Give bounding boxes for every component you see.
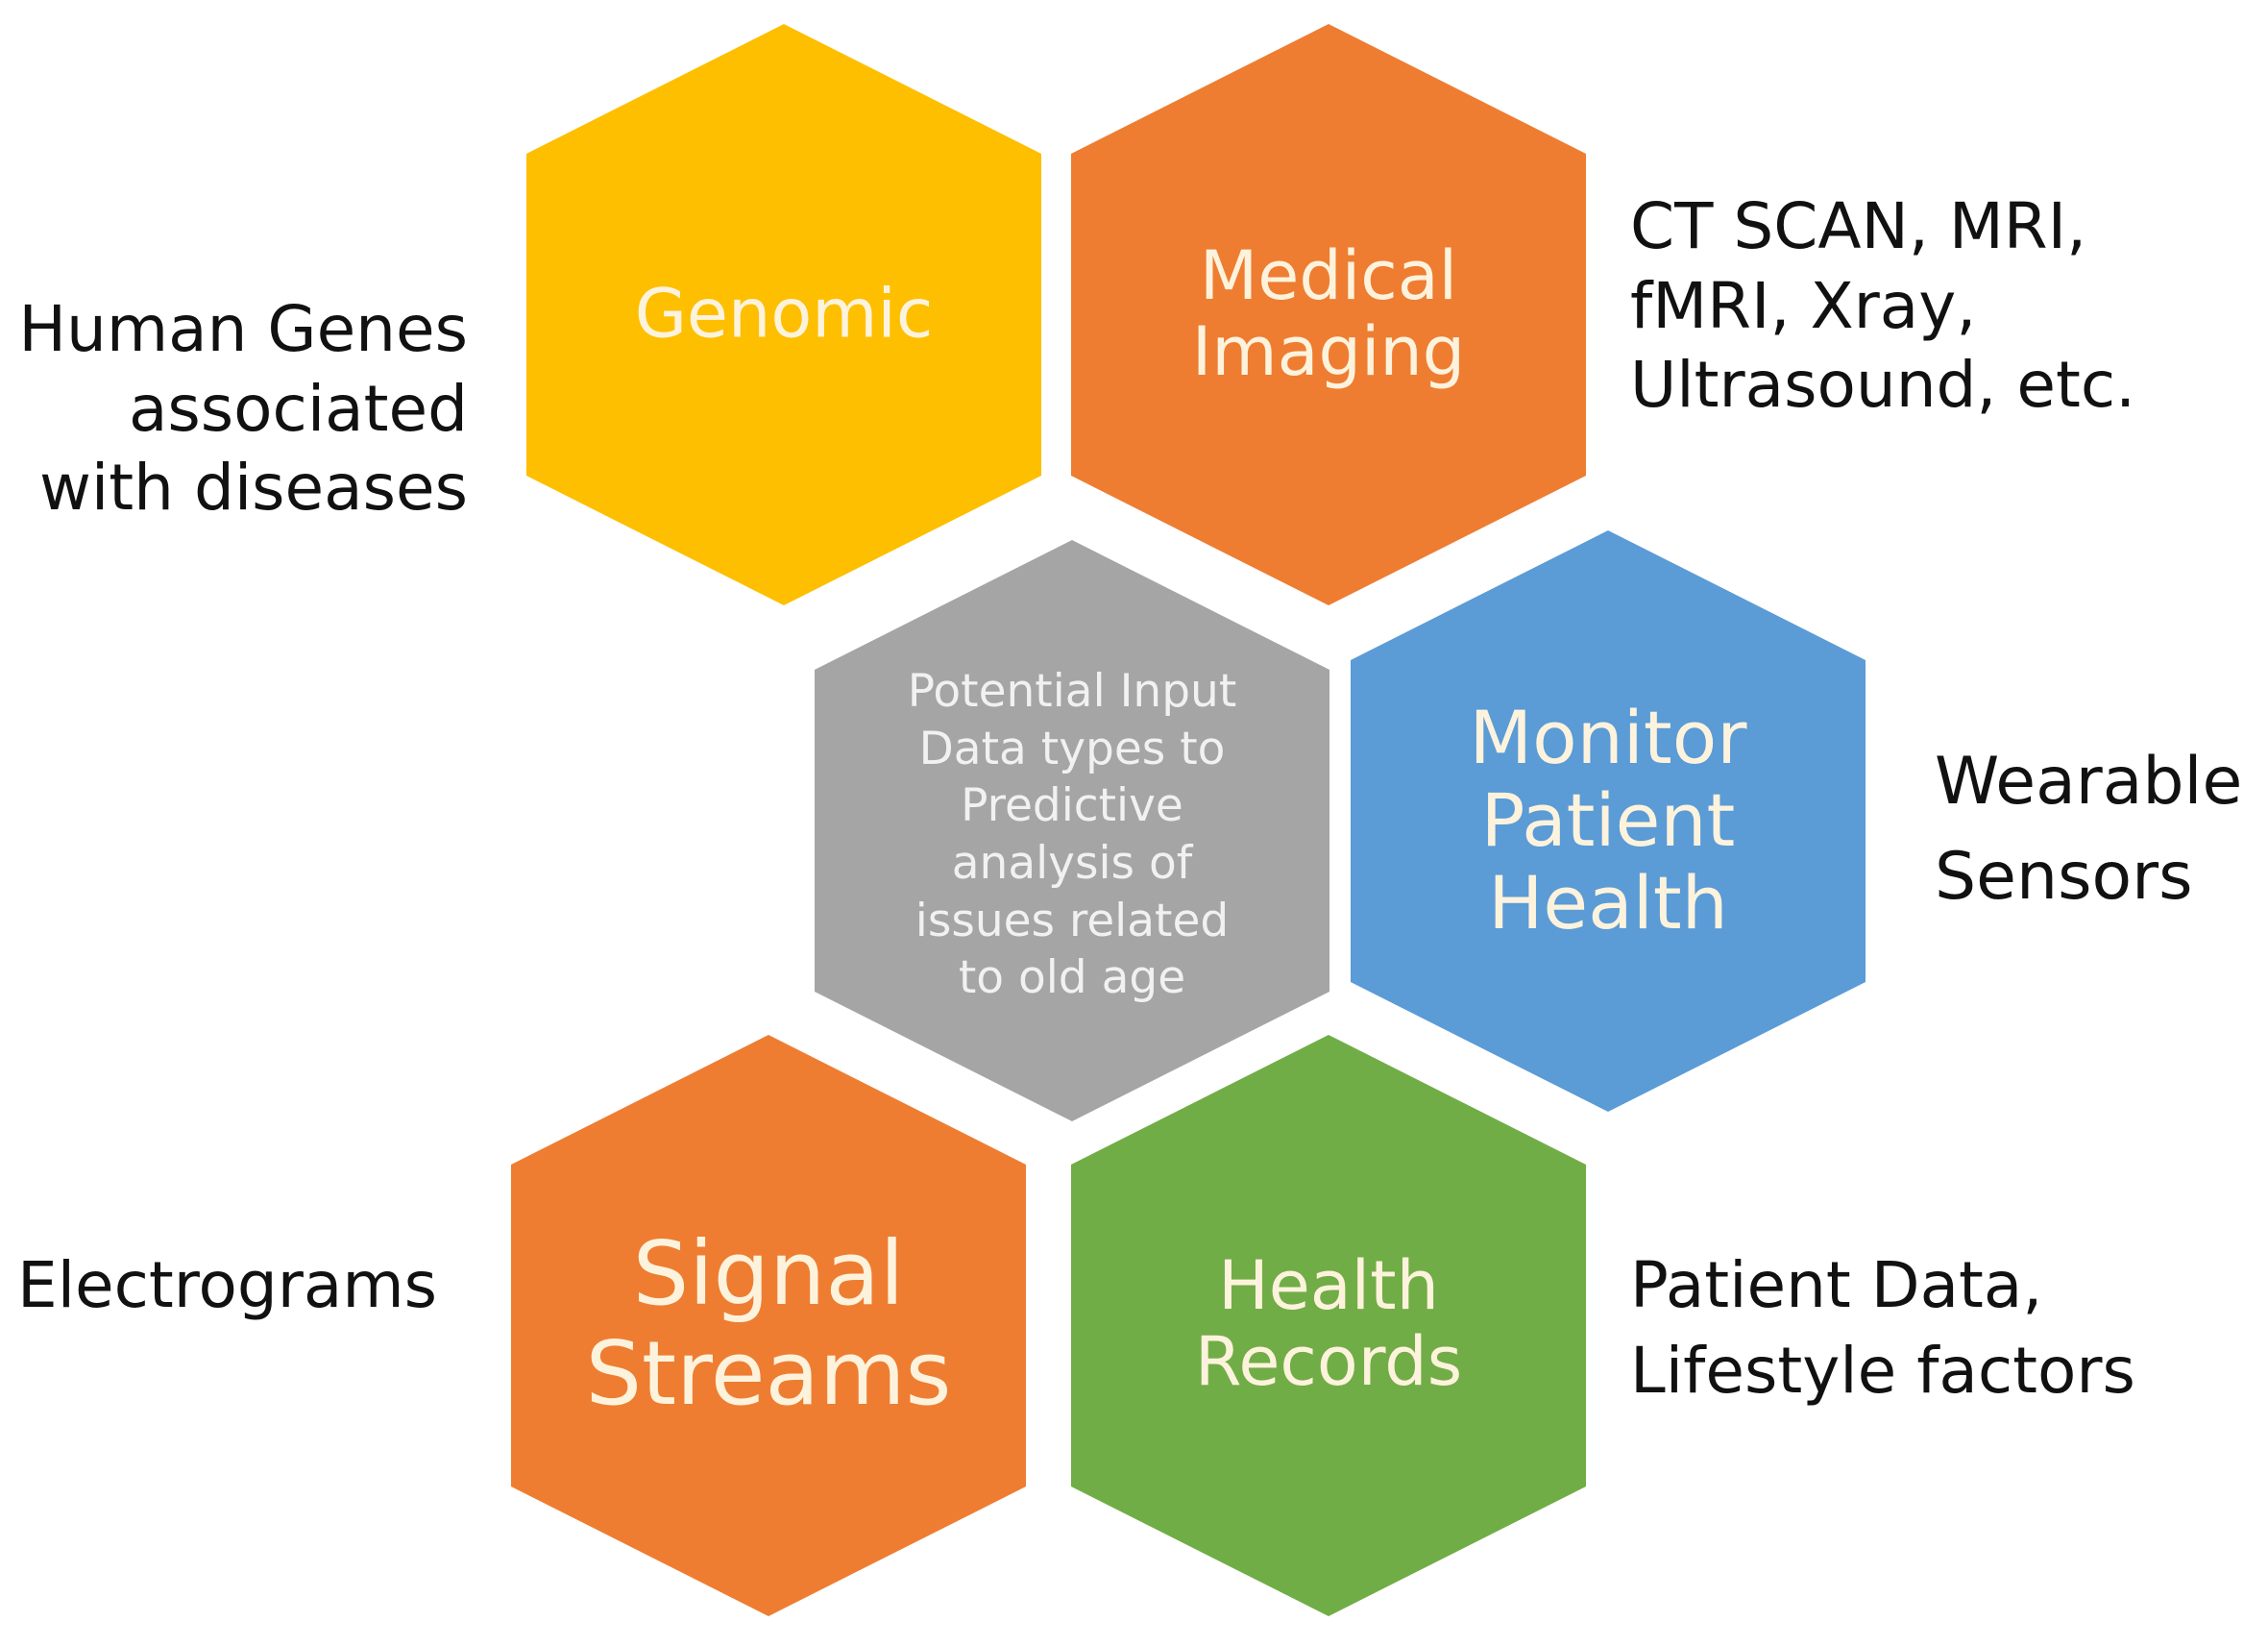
hex-center-label-line: analysis of (951, 837, 1193, 890)
hex-monitor-label-line: Patient (1480, 777, 1736, 864)
side-label-wearable: Wearable Sensors (1935, 735, 2242, 924)
hex-monitor-patient-health-label: Monitor Patient Health (1470, 697, 1747, 945)
hex-health-records-label: Health Records (1194, 1245, 1463, 1401)
side-label-line: Human Genes (18, 292, 468, 366)
hex-genomic-label-line: Genomic (634, 274, 934, 354)
hex-medical-imaging-label-line: Imaging (1191, 312, 1466, 391)
hex-health-records (1071, 1035, 1586, 1616)
side-label-line: Patient Data, (1630, 1248, 2043, 1322)
hex-center-label-line: Predictive (961, 779, 1183, 833)
side-label-electrograms: Electrograms (17, 1246, 437, 1326)
side-label-line: Wearable (1935, 744, 2243, 820)
hex-monitor-label-line: Monitor (1469, 695, 1747, 781)
hex-signal-streams (511, 1035, 1026, 1616)
side-label-human-genes: Human Genes associated with diseases (18, 290, 468, 528)
hex-center-label: Potential Input Data types to Predictive… (908, 663, 1237, 1007)
hex-medical-imaging-label: Medical Imaging (1191, 235, 1466, 391)
hex-signal-streams-label-line: Streams (585, 1322, 952, 1425)
side-label-line: fMRI, Xray, (1630, 268, 1977, 343)
hex-center-label-line: Potential Input (907, 664, 1237, 718)
side-label-patient-data: Patient Data, Lifestyle factors (1630, 1242, 2135, 1413)
side-label-imaging-types: CT SCAN, MRI, fMRI, Xray, Ultrasound, et… (1630, 187, 2135, 426)
hex-medical-imaging (1071, 24, 1586, 605)
hex-monitor-label-line: Health (1488, 859, 1728, 946)
side-label-line: Sensors (1935, 838, 2193, 915)
hex-signal-streams-label: Signal Streams (586, 1224, 952, 1424)
hex-monitor-patient-health (1351, 530, 1866, 1112)
hex-center-label-line: issues related (915, 894, 1230, 947)
hex-genomic-label: Genomic (635, 276, 934, 352)
hex-genomic (526, 24, 1041, 605)
hex-center-label-line: to old age (958, 951, 1186, 1005)
hex-medical-imaging-label-line: Medical (1199, 235, 1458, 315)
hex-health-records-label-line: Records (1194, 1322, 1463, 1401)
side-label-line: Electrograms (17, 1248, 438, 1322)
side-label-line: Ultrasound, etc. (1630, 348, 2136, 422)
side-label-line: associated (128, 371, 468, 446)
side-label-line: CT SCAN, MRI, (1630, 189, 2087, 263)
hex-signal-streams-label-line: Signal (632, 1222, 905, 1326)
hex-health-records-label-line: Health (1218, 1245, 1439, 1325)
side-label-line: with diseases (38, 451, 468, 525)
hex-center (815, 540, 1329, 1121)
side-label-line: Lifestyle factors (1630, 1334, 2135, 1409)
hex-center-label-line: Data types to (918, 722, 1226, 775)
